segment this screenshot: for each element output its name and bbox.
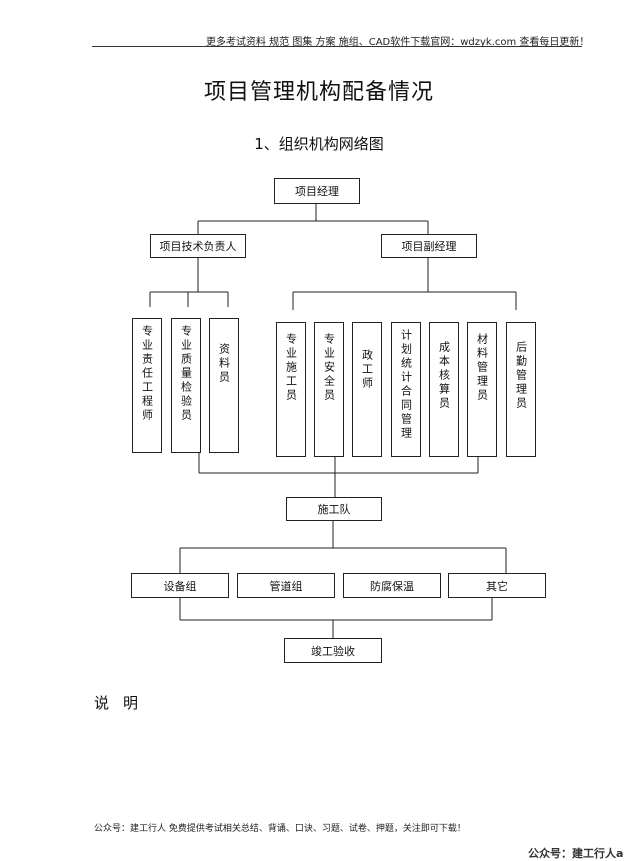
org-right-child-5-label: 成本核算员 <box>437 341 451 411</box>
org-right-child-2: 专业安全员 <box>314 322 344 457</box>
org-group-4: 其它 <box>448 573 546 598</box>
org-root-box: 项目经理 <box>274 178 360 204</box>
org-right-child-7: 后勤管理员 <box>506 322 536 457</box>
org-right-child-5: 成本核算员 <box>429 322 459 457</box>
org-left-child-1-label: 专业责任工程师 <box>140 325 154 423</box>
org-right-child-6-label: 材料管理员 <box>475 333 489 403</box>
org-right-child-3: 政工师 <box>352 322 382 457</box>
org-final-box: 竣工验收 <box>284 638 382 663</box>
org-left-child-1: 专业责任工程师 <box>132 318 162 453</box>
org-right-child-2-label: 专业安全员 <box>322 333 336 403</box>
explain-label: 说明 <box>94 694 153 712</box>
header-text: 更多考试资料 规范 图集 方案 施组、CAD软件下载官网：wdzyk.com 查… <box>206 37 590 48</box>
footer-text: 公众号：建工行人 免费提供考试相关总结、背诵、口诀、习题、试卷、押题，关注即可下… <box>94 824 466 834</box>
org-right-child-7-label: 后勤管理员 <box>514 341 528 411</box>
org-group-1: 设备组 <box>131 573 229 598</box>
org-left-child-3-label: 资料员 <box>217 343 231 385</box>
org-left-child-2-label: 专业质量检验员 <box>179 325 193 423</box>
page-title: 项目管理机构配备情况 <box>203 80 434 105</box>
org-left-child-3: 资料员 <box>209 318 239 453</box>
org-team-box: 施工队 <box>286 497 382 521</box>
org-left-manager-box: 项目技术负责人 <box>150 234 246 258</box>
org-group-2: 管道组 <box>237 573 335 598</box>
org-right-child-1-label: 专业施工员 <box>284 333 298 403</box>
org-right-child-4-label: 计划统计合同管理 <box>399 329 413 441</box>
org-right-child-4: 计划统计合同管理 <box>391 322 421 457</box>
org-right-child-6: 材料管理员 <box>467 322 497 457</box>
org-right-child-1: 专业施工员 <box>276 322 306 457</box>
org-right-manager-box: 项目副经理 <box>381 234 477 258</box>
header-rule <box>92 46 582 47</box>
section-subtitle: 1、组织机构网络图 <box>254 135 384 153</box>
footer-watermark: 公众号：建工行人a <box>528 847 624 860</box>
org-right-child-3-label: 政工师 <box>360 349 374 391</box>
org-group-3: 防腐保温 <box>343 573 441 598</box>
org-left-child-2: 专业质量检验员 <box>171 318 201 453</box>
